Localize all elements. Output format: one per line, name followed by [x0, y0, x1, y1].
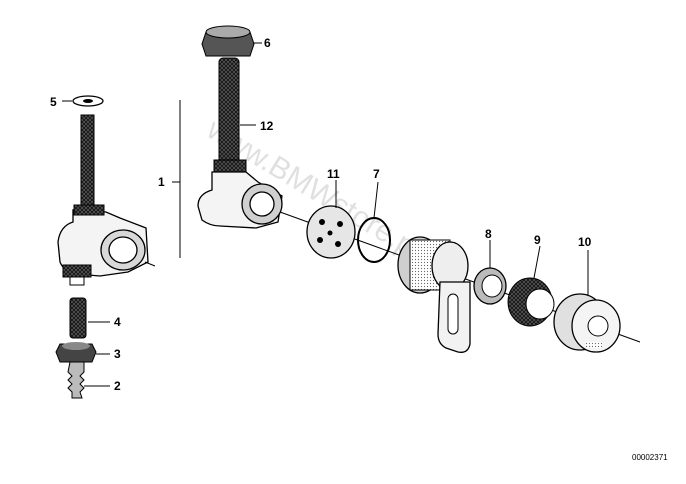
callout-4: 4 [114, 315, 121, 329]
threaded-stud-small [80, 114, 95, 213]
small-fuel-tap [55, 95, 156, 399]
threaded-ring-part-9 [507, 277, 555, 327]
callout-9: 9 [534, 233, 541, 247]
callout-6: 6 [264, 36, 271, 50]
leader-lines [62, 42, 589, 387]
callout-1: 1 [158, 175, 165, 189]
callout-5: 5 [50, 95, 57, 109]
callout-11: 11 [327, 167, 340, 181]
main-fuel-tap [197, 25, 641, 343]
callout-3: 3 [114, 347, 121, 361]
callout-8: 8 [485, 227, 492, 241]
callout-10: 10 [578, 235, 592, 249]
callout-2: 2 [114, 379, 121, 393]
lever-assembly [397, 236, 471, 353]
filter-part-4 [69, 297, 87, 339]
sleeve-part-8 [473, 267, 507, 305]
drawing-number: 00002371 [632, 453, 668, 462]
callout-12: 12 [260, 119, 274, 133]
hose-nipple-part-2 [67, 361, 85, 399]
callout-7: 7 [373, 167, 380, 181]
disc-part-11 [306, 205, 356, 259]
standpipe-part-12 [218, 57, 240, 171]
cap-nut-part-10 [553, 293, 621, 353]
